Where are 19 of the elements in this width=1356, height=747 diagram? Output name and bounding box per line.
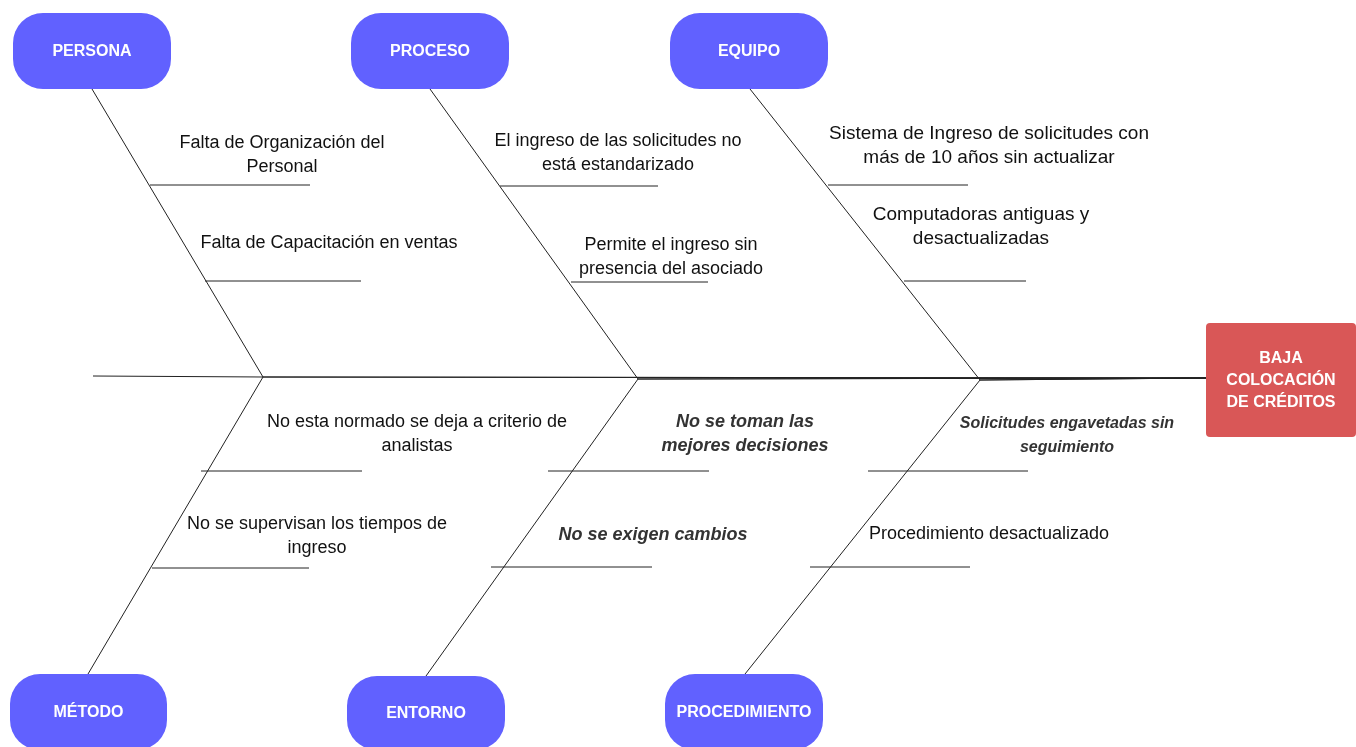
cause-text: No se toman las mejores decisiones: [660, 410, 830, 457]
category-pill: EQUIPO: [670, 13, 828, 89]
category-pill: ENTORNO: [347, 676, 505, 747]
cause-text: Falta de Capacitación en ventas: [199, 231, 459, 254]
cause-text: No se exigen cambios: [557, 523, 749, 546]
cause-text: No esta normado se deja a criterio de analistas: [265, 410, 569, 457]
category-pill: PROCEDIMIENTO: [665, 674, 823, 747]
cause-text: No se supervisan los tiempos de ingreso: [185, 512, 449, 559]
cause-text: Procedimiento desactualizado: [867, 522, 1111, 545]
effect-box: BAJA COLOCACIÓN DE CRÉDITOS: [1206, 323, 1356, 437]
cause-text: El ingreso de las solicitudes no está estandarizado: [493, 129, 743, 176]
cause-text: Sistema de Ingreso de solicitudes con más de 10 años sin actualizar: [828, 121, 1150, 169]
category-pill: PERSONA: [13, 13, 171, 89]
category-pill: MÉTODO: [10, 674, 167, 747]
cause-text: Solicitudes engavetadas sin seguimiento: [958, 413, 1176, 457]
cause-text: Falta de Organización del Personal: [178, 131, 386, 178]
category-pill: PROCESO: [351, 13, 509, 89]
cause-text: Permite el ingreso sin presencia del asociado: [577, 233, 765, 280]
cause-text: Computadoras antiguas y desactualizadas: [871, 202, 1091, 250]
